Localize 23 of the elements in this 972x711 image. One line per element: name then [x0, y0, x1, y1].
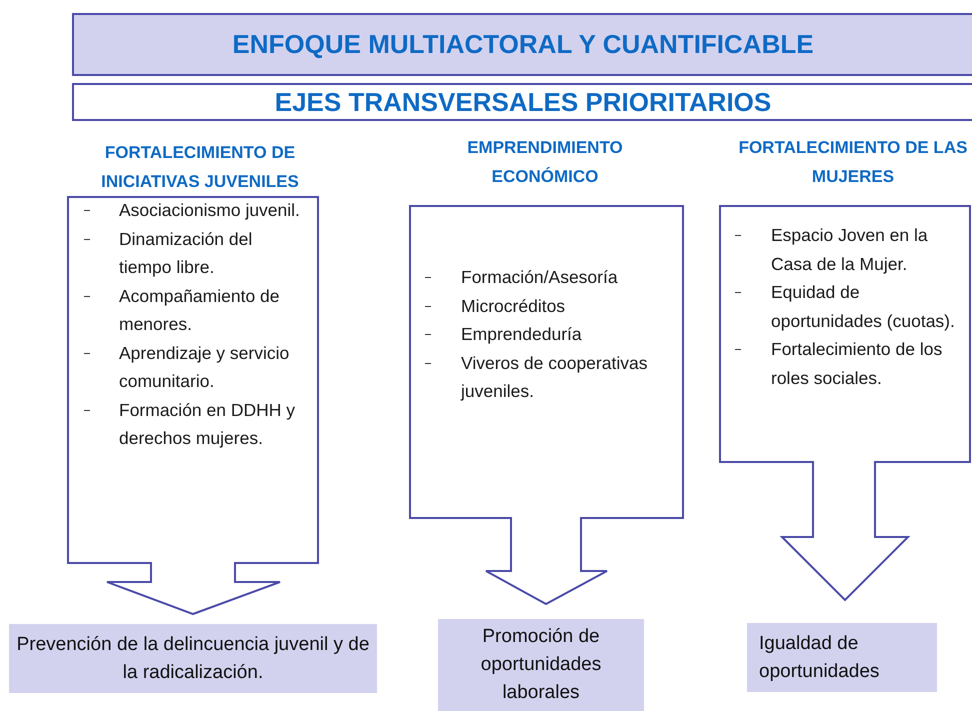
column-heading: FORTALECIMIENTO DE INICIATIVAS JUVENILES: [100, 142, 300, 193]
title-banner: ENFOQUE MULTIACTORAL Y CUANTIFICABLE: [72, 13, 972, 76]
list-item: Espacio Joven en la Casa de la Mujer.: [771, 224, 929, 276]
outcome-box: [747, 623, 937, 692]
outcome-text: Promoción de oportunidades laborales: [480, 625, 602, 705]
list-item: Viveros de cooperativas juveniles.: [461, 352, 648, 403]
list-item: Fortalecimiento de los roles sociales.: [771, 338, 944, 390]
list-item: Dinamización del tiempo libre.: [119, 228, 254, 279]
outcome-text: Prevención de la delincuencia juvenil y de la radicalización.: [16, 632, 370, 684]
list-item: Asociacionismo juvenil.: [119, 199, 301, 222]
outcome-box: [438, 619, 644, 711]
list-item: Microcréditos: [461, 294, 566, 318]
list-item: Emprendeduría: [461, 323, 583, 346]
column-heading: EMPRENDIMIENTO ECONÓMICO: [466, 137, 624, 188]
outcome-box: [9, 624, 377, 693]
column-heading: FORTALECIMIENTO DE LAS MUJERES: [738, 137, 968, 188]
list-item: Formación/Asesoría: [461, 266, 619, 289]
list-item: Formación en DDHH y derechos mujeres.: [119, 398, 296, 450]
outcome-text: Igualdad de oportunidades: [759, 632, 880, 684]
list-item: Equidad de oportunidades (cuotas).: [771, 281, 956, 333]
list-item: Acompañamiento de menores.: [119, 284, 281, 336]
subtitle-banner: EJES TRANSVERSALES PRIORITARIOS: [72, 83, 972, 121]
list-item: Aprendizaje y servicio comunitario.: [119, 342, 290, 393]
